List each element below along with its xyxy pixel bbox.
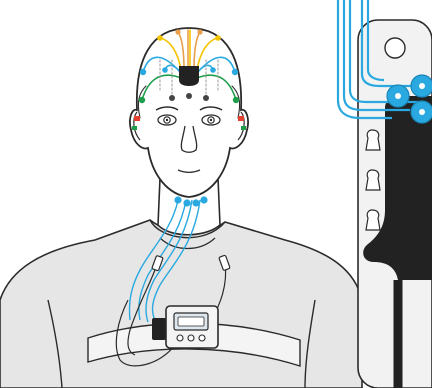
electrode-icon [175,29,180,34]
electrode-icon [174,196,181,203]
left-eye [158,115,176,125]
right-eye [202,115,220,125]
electrode-icon [134,116,140,121]
eeg-headbox-icon [179,66,199,86]
electrode-icon [157,35,163,41]
electrode-icon [241,126,246,130]
electrode-icon [210,67,216,73]
electrode-icon [186,93,192,99]
electrode-icon [200,196,207,203]
electrode-icon [132,126,137,130]
electrode-icon [169,95,175,101]
head [130,28,248,197]
electrode-icon [233,97,239,103]
electrode-icon [192,199,199,206]
electrode-icon [197,29,202,34]
electrode-icon [232,69,238,75]
electrode-icon [139,97,145,103]
electrode-icon [140,69,146,75]
electrode-icon [238,116,244,121]
electrode-icon [183,199,190,206]
electrode-icon [203,95,209,101]
torso [0,220,362,388]
electrode-icon [162,67,168,73]
electrode-icon [215,35,221,41]
